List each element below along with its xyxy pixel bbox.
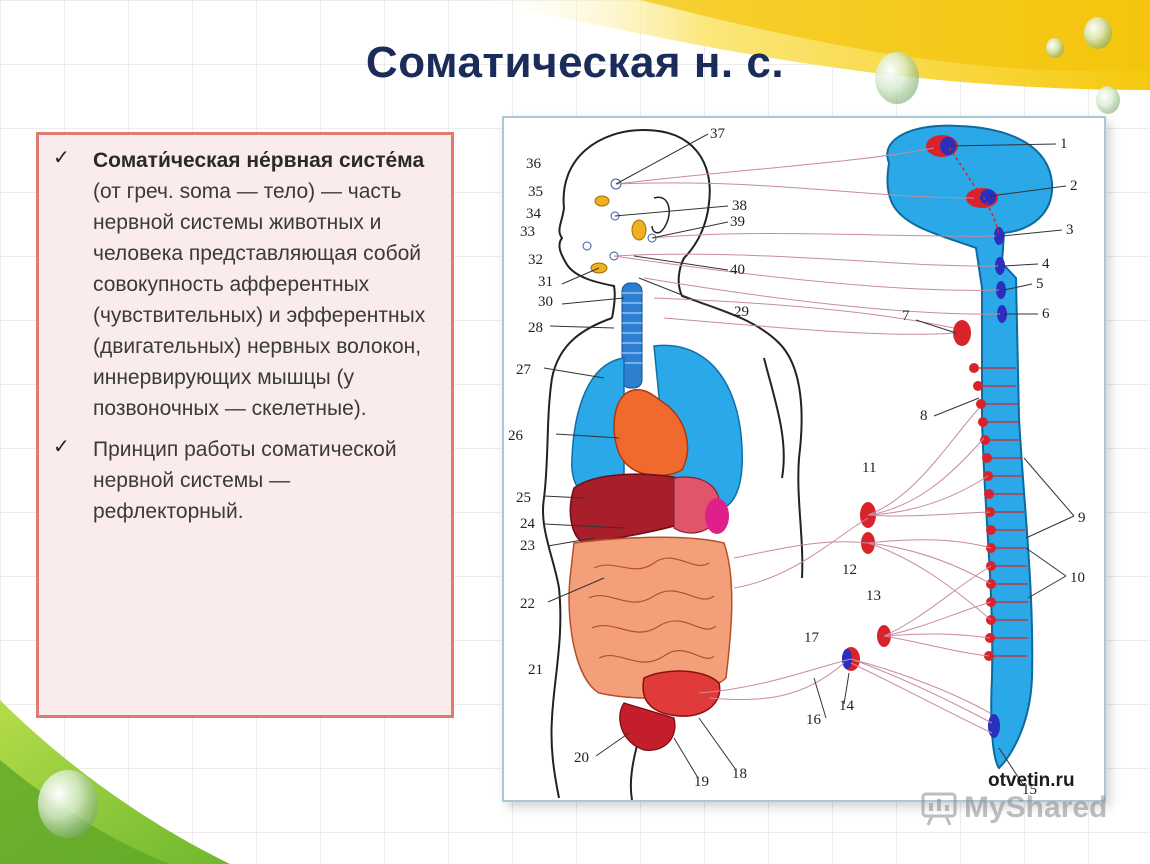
trachea [621, 282, 643, 389]
svg-text:38: 38 [732, 198, 747, 214]
cranial-ganglia [582, 178, 657, 274]
water-drop-icon [38, 770, 98, 838]
somatic-nervous-system-diagram: 1 2 3 4 5 6 7 8 9 10 11 12 13 14 15 16 1… [502, 116, 1106, 802]
svg-text:23: 23 [520, 538, 535, 554]
svg-text:17: 17 [804, 630, 820, 646]
svg-text:33: 33 [520, 224, 535, 240]
svg-text:7: 7 [902, 308, 910, 324]
watermark-text: MyShared [964, 791, 1108, 824]
nerve-fibers [613, 147, 1001, 734]
svg-text:2: 2 [1070, 178, 1078, 194]
body-outline [542, 128, 804, 800]
svg-text:28: 28 [528, 320, 543, 336]
svg-text:36: 36 [526, 156, 542, 172]
spinal-ganglia [953, 320, 996, 661]
svg-text:15: 15 [1022, 782, 1037, 798]
heart [613, 388, 689, 477]
svg-text:13: 13 [866, 588, 881, 604]
definition-box: ✓ Сомати́ческая не́рвная систе́ма (от гр… [36, 132, 454, 718]
water-drop-icon [1096, 86, 1120, 114]
checkmark-icon: ✓ [53, 436, 70, 458]
svg-text:20: 20 [574, 750, 589, 766]
svg-text:35: 35 [528, 184, 543, 200]
principle-text: Принцип работы соматической нервной сист… [93, 438, 397, 523]
source-credit: otvetin.ru [988, 770, 1075, 791]
watermark: MyShared [920, 786, 1107, 830]
svg-text:30: 30 [538, 294, 553, 310]
slide-title: Соматическая н. с. [365, 38, 785, 87]
bullet-principle: ✓ Принцип работы соматической нервной си… [53, 434, 435, 527]
brain-and-spinal-cord [886, 124, 1054, 770]
svg-text:10: 10 [1070, 570, 1085, 586]
svg-text:6: 6 [1042, 306, 1050, 322]
term-bold: Сомати́ческая не́рвная систе́ма [93, 149, 425, 172]
svg-text:16: 16 [806, 712, 822, 728]
svg-text:11: 11 [862, 460, 876, 476]
water-drop-icon [1046, 38, 1064, 58]
diagram-labels: 1 2 3 4 5 6 7 8 9 10 11 12 13 14 15 16 1… [508, 126, 1086, 798]
ear-outline [651, 196, 670, 234]
svg-text:5: 5 [1036, 276, 1044, 292]
peripheral-ganglia [842, 502, 891, 671]
svg-text:40: 40 [730, 262, 745, 278]
svg-text:29: 29 [734, 304, 749, 320]
water-drop-icon [875, 52, 919, 104]
svg-text:8: 8 [920, 408, 928, 424]
svg-text:21: 21 [528, 662, 543, 678]
svg-text:19: 19 [694, 774, 709, 790]
spleen [705, 498, 729, 534]
svg-text:4: 4 [1042, 256, 1050, 272]
svg-text:37: 37 [710, 126, 726, 142]
bullet-definition: ✓ Сомати́ческая не́рвная систе́ма (от гр… [53, 145, 435, 424]
intestines [568, 536, 733, 699]
svg-text:31: 31 [538, 274, 553, 290]
svg-text:39: 39 [730, 214, 745, 230]
bladder [642, 670, 721, 717]
svg-text:9: 9 [1078, 510, 1086, 526]
svg-text:24: 24 [520, 516, 536, 532]
svg-text:25: 25 [516, 490, 531, 506]
svg-text:26: 26 [508, 428, 524, 444]
cns-nuclei [926, 135, 1007, 738]
definition-text: (от греч. soma — тело) — часть нервной с… [93, 180, 426, 420]
svg-text:22: 22 [520, 596, 535, 612]
svg-text:1: 1 [1060, 136, 1068, 152]
anatomy-illustration: 1 2 3 4 5 6 7 8 9 10 11 12 13 14 15 16 1… [508, 124, 1086, 800]
svg-text:12: 12 [842, 562, 857, 578]
svg-text:3: 3 [1066, 222, 1074, 238]
water-drop-icon [1084, 17, 1112, 49]
svg-text:27: 27 [516, 362, 532, 378]
svg-text:34: 34 [526, 206, 542, 222]
svg-text:14: 14 [839, 698, 855, 714]
checkmark-icon: ✓ [53, 147, 70, 169]
svg-text:32: 32 [528, 252, 543, 268]
rectum [619, 702, 676, 751]
presentation-board-icon [921, 792, 957, 826]
